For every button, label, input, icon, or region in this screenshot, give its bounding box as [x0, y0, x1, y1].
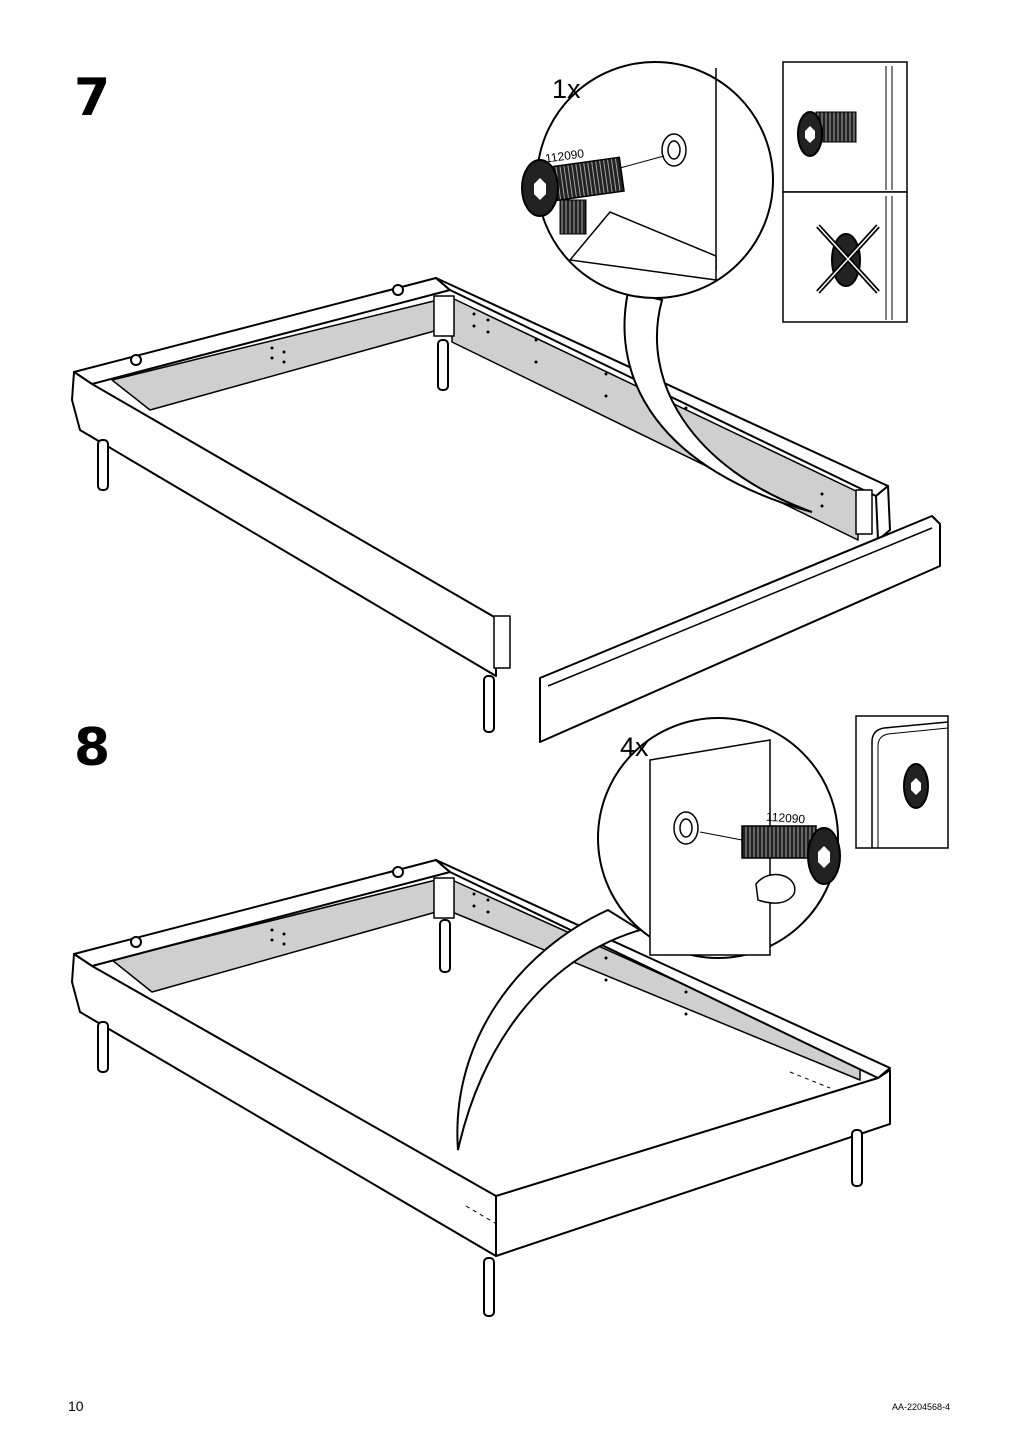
step7-leg [97, 439, 109, 491]
step7-foot-rail [539, 515, 941, 743]
document-code: AA-2204568-4 [891, 1402, 950, 1412]
screw-icon [741, 825, 841, 885]
correct-orientation-icon [782, 61, 908, 193]
step7-left-rail-edge [91, 383, 497, 619]
step-8-number: 8 [74, 718, 111, 778]
step8-corner-bracket [433, 877, 455, 919]
step7-leg [437, 339, 449, 391]
step7-foot-rail-edge [547, 527, 933, 687]
step8-left-rail [71, 953, 497, 1257]
step7-rail-bracket [493, 615, 511, 669]
step7-corner-bracket [433, 295, 455, 337]
step8-rail-hole [130, 936, 142, 948]
step7-rail-hole [130, 354, 142, 366]
step-7-quantity: 1x [552, 74, 581, 104]
step8-bed-frame-illustration [71, 859, 891, 1317]
step7-detail-callout [521, 61, 774, 299]
step8-leg [439, 919, 451, 973]
step8-callout-pointer [456, 908, 643, 1151]
step7-callout-pointer [623, 290, 813, 513]
step-8-part-number: 112090 [765, 809, 806, 827]
step8-detail-callout [597, 717, 841, 959]
step8-inset-icon [855, 715, 949, 849]
page-number: 10 [68, 1398, 84, 1414]
step8-leg [97, 1021, 109, 1073]
step8-left-rail-edge [91, 965, 497, 1197]
step7-rail-hole [392, 284, 404, 296]
step-8-quantity: 4x [620, 732, 649, 762]
step8-leg [851, 1129, 863, 1187]
step7-left-rail [71, 371, 497, 677]
step8-foot-rail-edge [495, 1077, 879, 1197]
step7-bed-frame-illustration [71, 277, 941, 743]
step7-end-bracket [855, 489, 873, 535]
step8-dashed-guide [465, 1205, 501, 1227]
step8-dashed-guide [789, 1071, 831, 1089]
step8-foot-rail [495, 1069, 891, 1257]
step7-right-rail-end [875, 485, 891, 541]
incorrect-orientation-icon [782, 191, 908, 323]
step8-rail-hole [392, 866, 404, 878]
step7-leg [483, 675, 495, 733]
step8-leg [483, 1257, 495, 1317]
screw-icon [521, 156, 625, 217]
step-7-number: 7 [74, 68, 111, 128]
